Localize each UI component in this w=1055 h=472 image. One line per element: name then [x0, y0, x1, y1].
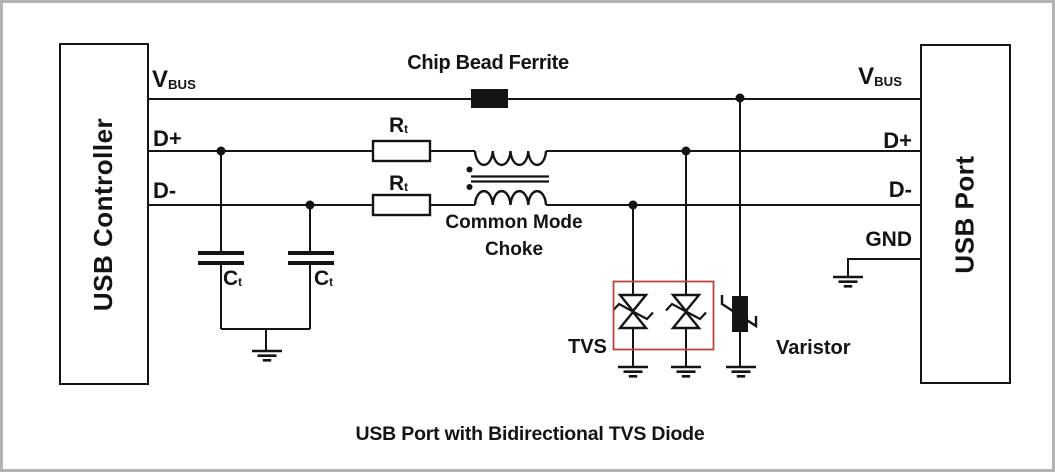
vbus-label-left: VBUS: [152, 66, 196, 93]
ferrite-bead: [471, 89, 508, 108]
tvs-label: TVS: [568, 336, 607, 358]
dplus-label-left: D+: [153, 126, 182, 151]
ground-symbol-varistor: [726, 365, 756, 378]
ct-label-1: Ct: [223, 267, 243, 290]
choke-label-line1: Common Mode: [445, 212, 583, 233]
junction-dot: [735, 93, 745, 103]
tvs-bottom-triangle: [617, 310, 649, 330]
tvs-branch-wires: [632, 151, 687, 367]
ferrite-label: Chip Bead Ferrite: [407, 52, 569, 74]
gnd-stub-wire: [847, 258, 920, 276]
ground-symbol-gnd: [833, 275, 863, 288]
ground-symbol-tvs2: [671, 365, 701, 378]
varistor-body: [732, 296, 748, 332]
diagram-title: USB Port with Bidirectional TVS Diode: [355, 423, 705, 445]
ct-capacitor-2-plates: [288, 251, 334, 265]
rt-label-dminus: Rt: [389, 172, 409, 195]
wires: [149, 98, 920, 367]
rt-resistor-dplus: [371, 139, 432, 163]
dminus-label-right: D-: [888, 177, 912, 202]
usb-port-block: USB Port: [920, 44, 1011, 384]
tvs-top-triangle: [670, 293, 702, 313]
vbus-label-right: VBUS: [858, 63, 902, 90]
junction-dot: [681, 146, 691, 156]
dplus-label-right: D+: [883, 128, 912, 153]
choke-label-line2: Choke: [484, 239, 544, 260]
usb-controller-block: USB Controller: [59, 43, 149, 385]
circuit-schematic: [149, 89, 920, 378]
varistor-label: Varistor: [776, 337, 851, 359]
ct-label-2: Ct: [314, 267, 334, 290]
choke-phase-dot: [466, 166, 473, 173]
tvs-diode-1: [612, 293, 654, 330]
tvs-highlight-box: [612, 280, 715, 351]
varistor-slash: [720, 295, 758, 329]
tvs-bottom-triangle: [670, 310, 702, 330]
tvs-top-triangle: [617, 293, 649, 313]
dminus-label-left: D-: [153, 178, 177, 203]
tvs-zener-slash: [612, 302, 654, 321]
usb-port-label: USB Port: [950, 154, 980, 274]
ground-symbols: [252, 275, 863, 378]
choke-label: Common Mode Choke: [445, 209, 582, 263]
junction-dots: [216, 93, 745, 210]
junction-dot: [628, 200, 638, 210]
tvs-zener-slash: [665, 302, 707, 321]
choke-core-lines: [471, 175, 549, 183]
choke-phase-dot: [466, 184, 473, 190]
junction-dot: [216, 146, 226, 156]
junction-dot: [305, 200, 315, 210]
tvs-diode-2: [665, 293, 707, 330]
choke-bottom-winding: [473, 189, 548, 206]
common-mode-choke: [466, 150, 549, 206]
ground-symbol-tvs1: [618, 365, 648, 378]
varistor: [720, 295, 758, 332]
capacitor-branch-wires: [220, 151, 311, 351]
rt-resistor-dminus: [371, 193, 432, 217]
ct-capacitors: [198, 251, 334, 265]
usb-controller-label: USB Controller: [88, 117, 119, 311]
gnd-label: GND: [865, 228, 912, 251]
ground-symbol-capacitors: [252, 349, 282, 362]
choke-top-winding: [473, 150, 548, 167]
rt-label-dplus: Rt: [389, 114, 409, 137]
ct-capacitor-1-plates: [198, 251, 244, 265]
